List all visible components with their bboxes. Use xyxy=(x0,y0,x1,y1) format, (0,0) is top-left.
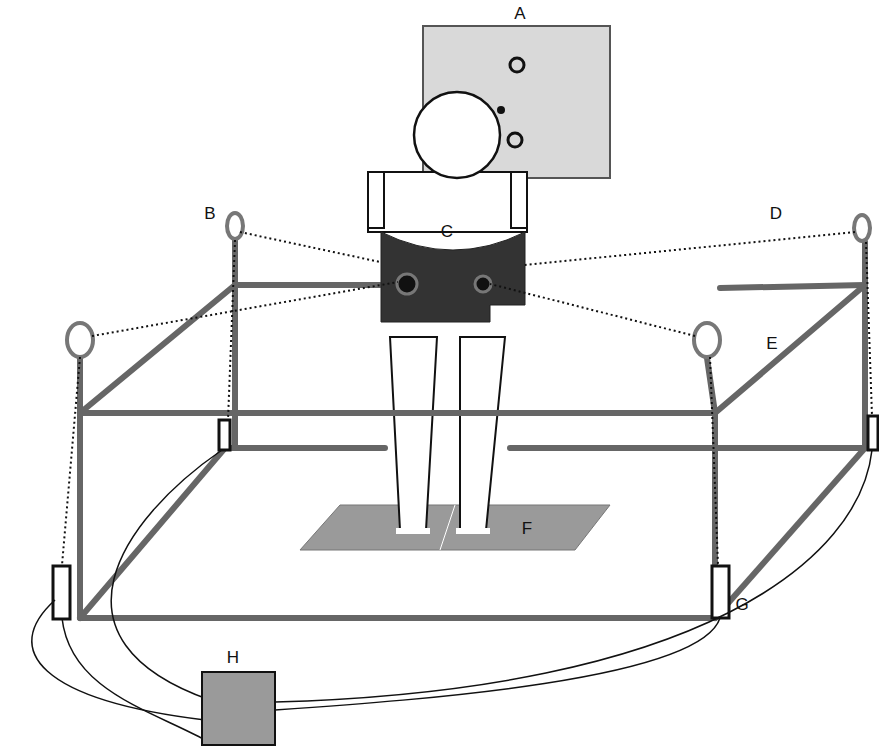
left-leg xyxy=(390,337,437,530)
cable-anchor xyxy=(397,274,417,294)
force-plate xyxy=(300,505,610,550)
target-ring xyxy=(508,133,522,147)
cable-anchor xyxy=(475,276,491,292)
callout-letter: D xyxy=(770,205,782,222)
cable-sensor xyxy=(53,416,878,619)
callout-letter: E xyxy=(766,335,777,352)
right-arm xyxy=(511,172,527,228)
pulley-ring xyxy=(67,213,870,357)
right-leg xyxy=(460,337,505,530)
callout-letter: H xyxy=(227,649,239,666)
callout-letter: B xyxy=(204,205,215,222)
plate-split xyxy=(440,505,455,550)
target-dot xyxy=(497,106,505,114)
callout-letter: F xyxy=(522,520,532,537)
callout-letter: G xyxy=(735,596,748,613)
head xyxy=(414,92,500,178)
left-arm xyxy=(368,172,384,228)
cable xyxy=(62,232,872,565)
pelvic-belt xyxy=(381,232,525,322)
target-ring xyxy=(510,58,524,72)
callout-letter: A xyxy=(514,5,525,22)
signal-wire xyxy=(32,450,872,740)
left-foot xyxy=(396,528,430,534)
callout-letter: C xyxy=(441,223,453,240)
acquisition-unit xyxy=(202,672,275,745)
right-foot xyxy=(456,528,490,534)
